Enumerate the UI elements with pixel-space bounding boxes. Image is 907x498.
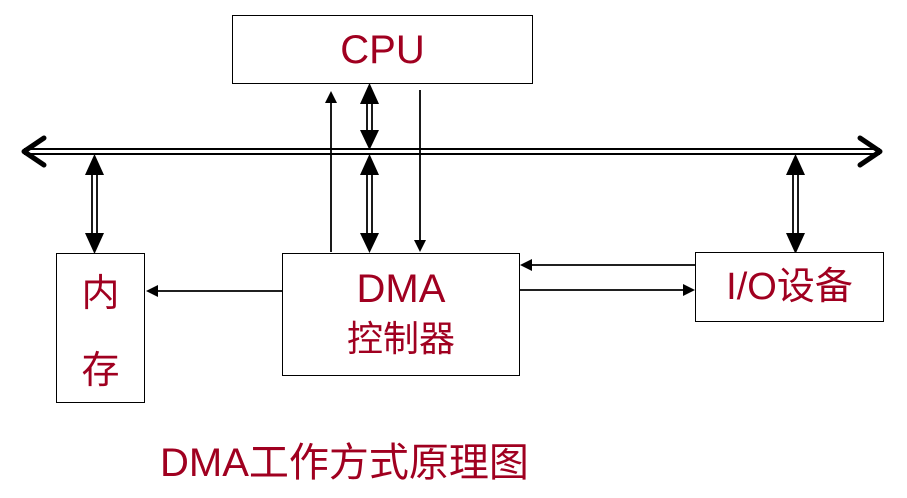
- diagram-caption: DMA工作方式原理图: [160, 441, 529, 485]
- io-device-box: I/O设备: [695, 252, 884, 322]
- arrowhead-up: [360, 83, 379, 104]
- cpu-to-dma-arrow: [414, 90, 426, 252]
- bus-left-arrowhead: [21, 135, 47, 168]
- io-to-dma-arrow: [520, 259, 695, 271]
- io-device-label: I/O设备: [726, 266, 853, 308]
- arrowhead-down: [360, 233, 379, 253]
- cpu-bus-link: [360, 83, 379, 150]
- arrowhead-up: [360, 154, 379, 175]
- dma-controller-label: 控制器: [346, 319, 455, 360]
- dma-controller-box: DMA 控制器: [282, 253, 520, 376]
- dma-to-cpu-arrow: [325, 91, 337, 252]
- bus-right-arrowhead: [857, 135, 883, 168]
- arrowhead-up: [85, 154, 104, 175]
- cpu-box: CPU: [232, 15, 533, 84]
- dma-to-memory-arrow: [146, 285, 283, 297]
- memory-box: 内 存: [56, 253, 145, 403]
- arrowhead-up: [786, 154, 805, 175]
- dma-bus-link: [360, 154, 379, 253]
- bus-memory-link: [85, 154, 104, 254]
- cpu-label: CPU: [340, 28, 425, 72]
- arrowhead-down: [85, 233, 104, 254]
- arrowhead-down: [786, 233, 805, 254]
- memory-label-line1: 内: [81, 271, 120, 315]
- dma-to-io-arrow: [520, 284, 695, 296]
- dma-label: DMA: [356, 267, 446, 311]
- system-bus: [21, 135, 883, 168]
- memory-label-line2: 存: [81, 348, 120, 392]
- arrowhead-down: [360, 130, 379, 150]
- bus-io-link: [786, 154, 805, 254]
